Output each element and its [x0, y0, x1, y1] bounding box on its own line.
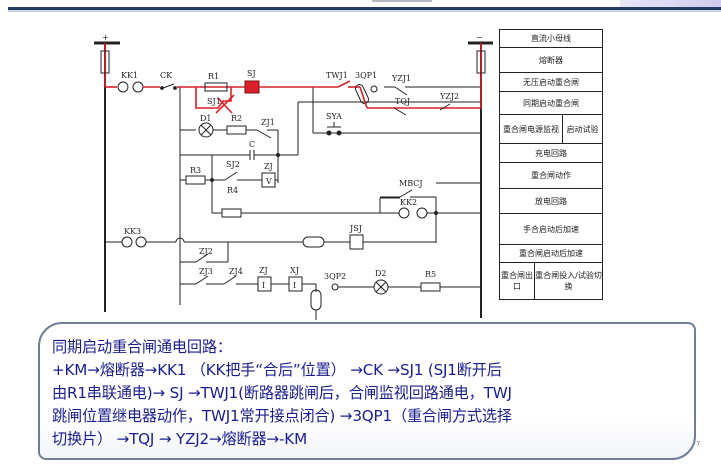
label-sya: SYA [326, 112, 342, 121]
legend-row-split: 重合闸电源监视 启动试验 [500, 115, 602, 144]
header-bar-shadow [8, 10, 721, 12]
resistor-r3 [185, 175, 206, 185]
terminal-qp2 [331, 283, 339, 291]
contact-ck [162, 83, 175, 89]
resistor-r5 [420, 282, 441, 292]
contact-kk1-a [117, 81, 129, 93]
callout-line: 切换片） →TQJ → YZJ2→熔断器→-KM [52, 430, 307, 448]
relay-sj [244, 80, 260, 94]
label-c: C [249, 140, 255, 149]
callout-line-title: 同期启动重合闸通电回路： [52, 338, 232, 356]
header-caption [372, 0, 432, 2]
label-xj-symbol: I [293, 281, 296, 290]
label-zj4: ZJ4 [229, 267, 243, 276]
label-zj-output: ZJ [259, 266, 268, 275]
label-yzj2: YZJ2 [439, 92, 459, 101]
label-jsj: JSJ [349, 224, 362, 233]
resistor-r2 [226, 125, 247, 135]
legend-start-test: 启动试验 [566, 124, 599, 134]
contact-mbcj [399, 189, 413, 198]
explanation-callout: 同期启动重合闸通电回路： +KM→熔断器→KK1 （KK把手“合后”位置） →C… [38, 322, 696, 460]
label-zj3: ZJ3 [199, 267, 213, 276]
switch-qp2 [310, 289, 322, 311]
label-r1: R1 [208, 72, 219, 81]
label-xj: XJ [290, 266, 299, 275]
pushbutton-sya-a [326, 130, 332, 136]
label-kk3: KK3 [124, 227, 141, 236]
label-r2: R2 [231, 114, 242, 123]
legend-reclose-output: 重合闸出口 [500, 263, 535, 299]
header-corner-decoration [620, 0, 721, 7]
legend-row-no-voltage-start: 无压启动重合闸 [500, 73, 602, 92]
callout-line: +KM→熔断器→KK1 （KK把手“合后”位置） →CK →SJ1 (SJ1断开… [52, 361, 502, 379]
label-tqj: TQJ [395, 97, 410, 106]
label-3qp2: 3QP2 [324, 272, 346, 281]
fuse-positive [100, 50, 110, 74]
legend-row-charging: 充电回路 [500, 144, 602, 163]
resistor-r4 [221, 208, 242, 218]
contact-sj1-crossed [215, 94, 235, 114]
label-kk2: KK2 [400, 198, 417, 207]
label-zj1: ZJ1 [261, 118, 275, 127]
contact-kk3-a [121, 236, 133, 248]
circuit-diagram: + − KK1 CK R1 SJ SJ1 D1 R2 ZJ1 C R3 SJ2 … [94, 33, 493, 320]
label-zj: ZJ [264, 162, 273, 171]
legend-row-manual-accel: 手合启动后加速 [500, 214, 602, 245]
label-r5: R5 [425, 270, 436, 279]
header-bar [8, 7, 721, 10]
label-r3: R3 [190, 166, 201, 175]
callout-line: 由R1串联通电)→ SJ →TWJ1(断路器跳闸后，合闸监视回路通电，TWJ [52, 384, 512, 402]
contact-zj3 [195, 275, 209, 285]
contact-kk2-a [398, 207, 410, 219]
legend-row-output: 重合闸出口 重合闸投入/试验切换 [500, 263, 602, 299]
legend-test-switch: 重合闸投入/试验切换 [535, 271, 602, 291]
legend-row-reclose-accel: 重合闸启动后加速 [500, 245, 602, 263]
callout-line: 跳闸位置继电器动作，TWJ1常开接点闭合) →3QP1（重合闸方式选择 [52, 407, 512, 425]
legend-power-monitor: 重合闸电源监视 [500, 115, 563, 143]
highlighted-path [100, 43, 486, 116]
contact-zj1 [256, 129, 272, 139]
label-3qp1: 3QP1 [355, 71, 377, 80]
terminal-3qp1 [370, 85, 378, 93]
label-zj-output-symbol: I [262, 281, 265, 290]
contact-sj2 [224, 171, 238, 181]
legend-row-fuse: 熔断器 [500, 48, 602, 73]
contact-twj1 [337, 80, 351, 88]
contact-kk3-b [135, 236, 147, 248]
label-sj1: SJ1 [207, 97, 221, 106]
contact-kk1-b [132, 81, 144, 93]
label-sj2: SJ2 [226, 160, 240, 169]
label-kk1: KK1 [121, 71, 138, 80]
legend-row-dc-bus: 直流小母线 [500, 30, 602, 48]
resistor-r1 [204, 82, 228, 92]
relay-jsj [349, 234, 364, 250]
contact-kk2-b [416, 207, 428, 219]
label-negative: − [476, 33, 483, 42]
contact-tqj [393, 107, 407, 116]
label-twj1: TWJ1 [326, 71, 348, 80]
label-yzj1: YZJ1 [391, 74, 411, 83]
contact-zj2 [195, 253, 209, 263]
label-positive: + [102, 33, 109, 42]
label-ck: CK [160, 71, 173, 80]
legend-table: 直流小母线 熔断器 无压启动重合闸 同期启动重合闸 重合闸电源监视 启动试验 充… [499, 29, 603, 300]
label-d2: D2 [375, 269, 387, 278]
legend-row-discharge: 放电回路 [500, 189, 602, 214]
switch-3qp1 [354, 84, 370, 104]
label-zj2: ZJ2 [199, 247, 213, 256]
label-sj: SJ [247, 69, 256, 78]
page-number: 7 [696, 440, 701, 448]
label-mbcj: MBCJ [399, 179, 423, 188]
label-r4: R4 [227, 186, 238, 195]
label-d1: D1 [200, 114, 212, 123]
label-zj-symbol: V [265, 177, 272, 186]
legend-row-sync-start: 同期启动重合闸 [500, 92, 602, 115]
switch-qp-jsj [302, 236, 325, 248]
contact-yzj1 [394, 86, 408, 96]
fuse-negative [476, 50, 486, 74]
contact-zj4 [223, 275, 237, 285]
contact-yzj2 [439, 103, 451, 111]
legend-row-reclose-action: 重合闸动作 [500, 163, 602, 189]
